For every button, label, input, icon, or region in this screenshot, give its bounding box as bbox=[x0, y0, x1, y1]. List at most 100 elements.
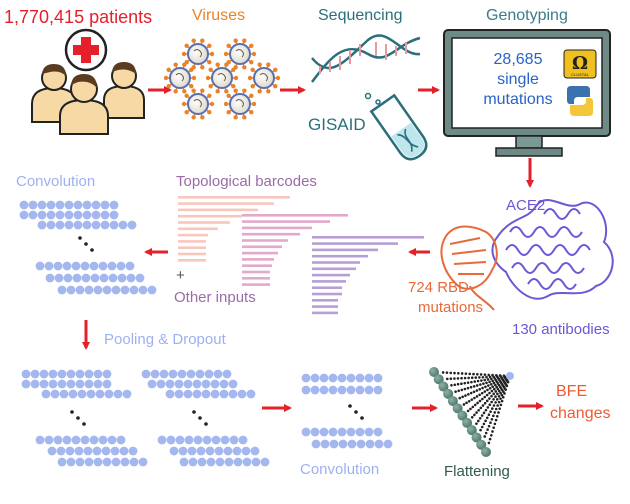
bead bbox=[100, 210, 110, 220]
bead bbox=[373, 427, 383, 437]
convolution-bottom-label: Convolution bbox=[300, 461, 380, 478]
virus-icon bbox=[205, 62, 239, 94]
bead bbox=[220, 435, 230, 445]
bead bbox=[301, 385, 311, 395]
rbd-label: 724 RBD bbox=[408, 279, 469, 296]
bead bbox=[166, 435, 176, 445]
bead bbox=[224, 457, 234, 467]
barcode-bar bbox=[178, 221, 230, 224]
bead bbox=[48, 369, 58, 379]
bead bbox=[80, 435, 90, 445]
bead bbox=[65, 446, 75, 456]
bead bbox=[204, 369, 214, 379]
bead bbox=[44, 261, 54, 271]
bead bbox=[74, 446, 84, 456]
bead bbox=[102, 457, 112, 467]
bead bbox=[301, 427, 311, 437]
bead bbox=[347, 439, 357, 449]
bfe-label: BFE bbox=[556, 383, 588, 400]
bead bbox=[41, 389, 51, 399]
bead bbox=[219, 389, 229, 399]
bead bbox=[46, 200, 56, 210]
barcode-bar bbox=[312, 273, 350, 277]
bead bbox=[100, 220, 110, 230]
bead bbox=[91, 220, 101, 230]
bead bbox=[64, 210, 74, 220]
pooling-beads-left bbox=[21, 369, 148, 467]
patients-icon bbox=[31, 28, 145, 135]
bead bbox=[205, 446, 215, 456]
virus-icon bbox=[163, 62, 197, 94]
bead bbox=[46, 210, 56, 220]
bead bbox=[165, 389, 175, 399]
bead bbox=[19, 210, 29, 220]
barcode-bar bbox=[178, 246, 206, 249]
virus-icon bbox=[223, 38, 257, 70]
barcode-bar bbox=[242, 232, 300, 236]
dna-helix-icon bbox=[311, 34, 428, 161]
bead bbox=[242, 457, 252, 467]
bead bbox=[364, 373, 374, 383]
bead bbox=[346, 373, 356, 383]
bead bbox=[346, 385, 356, 395]
bead bbox=[64, 220, 74, 230]
bead bbox=[168, 369, 178, 379]
bead bbox=[21, 379, 31, 389]
bead bbox=[374, 439, 384, 449]
barcode-bar bbox=[242, 226, 312, 230]
bead bbox=[310, 427, 320, 437]
bead bbox=[119, 446, 129, 456]
bead bbox=[80, 261, 90, 271]
bead bbox=[228, 379, 238, 389]
barcode-bar bbox=[178, 233, 208, 237]
bead bbox=[135, 273, 145, 283]
clustal-logo: Ω CLUSTAL bbox=[563, 49, 597, 79]
bead bbox=[55, 210, 65, 220]
bead bbox=[328, 427, 338, 437]
ace2-label: ACE2 bbox=[506, 197, 546, 214]
bfe-changes-label: changes bbox=[550, 405, 611, 422]
bead bbox=[30, 379, 40, 389]
output-node bbox=[506, 372, 514, 380]
bead bbox=[21, 369, 31, 379]
convolution-top-label: Convolution bbox=[16, 173, 96, 190]
bead bbox=[71, 435, 81, 445]
neuron-bead bbox=[452, 403, 463, 414]
bead bbox=[98, 261, 108, 271]
bead bbox=[110, 446, 120, 456]
bead bbox=[233, 457, 243, 467]
bead bbox=[319, 427, 329, 437]
bead bbox=[228, 389, 238, 399]
bead bbox=[47, 446, 57, 456]
barcode-bar bbox=[312, 286, 342, 289]
barcode-bar bbox=[242, 283, 270, 286]
bead bbox=[39, 369, 49, 379]
bead bbox=[192, 389, 202, 399]
barcode-bar bbox=[312, 267, 356, 271]
bead bbox=[57, 379, 67, 389]
bead bbox=[100, 200, 110, 210]
bead bbox=[202, 435, 212, 445]
barcode-bar bbox=[312, 236, 424, 239]
pooling-dropout-label: Pooling & Dropout bbox=[104, 331, 226, 348]
virus-icon bbox=[181, 38, 215, 70]
bead bbox=[206, 457, 216, 467]
bead bbox=[57, 457, 67, 467]
neuron-bead bbox=[438, 381, 449, 392]
barcode-bar bbox=[312, 248, 378, 252]
barcode-bar bbox=[312, 254, 368, 258]
bead bbox=[116, 435, 126, 445]
bead bbox=[383, 439, 393, 449]
barcode-bar bbox=[242, 220, 330, 223]
bead bbox=[229, 435, 239, 445]
bead bbox=[117, 273, 127, 283]
bead bbox=[138, 457, 148, 467]
bead bbox=[93, 457, 103, 467]
barcode-bar bbox=[178, 196, 290, 199]
bead bbox=[193, 435, 203, 445]
bead bbox=[86, 389, 96, 399]
bead bbox=[364, 385, 374, 395]
bead bbox=[365, 439, 375, 449]
bead bbox=[196, 446, 206, 456]
barcode-bar bbox=[178, 227, 218, 231]
